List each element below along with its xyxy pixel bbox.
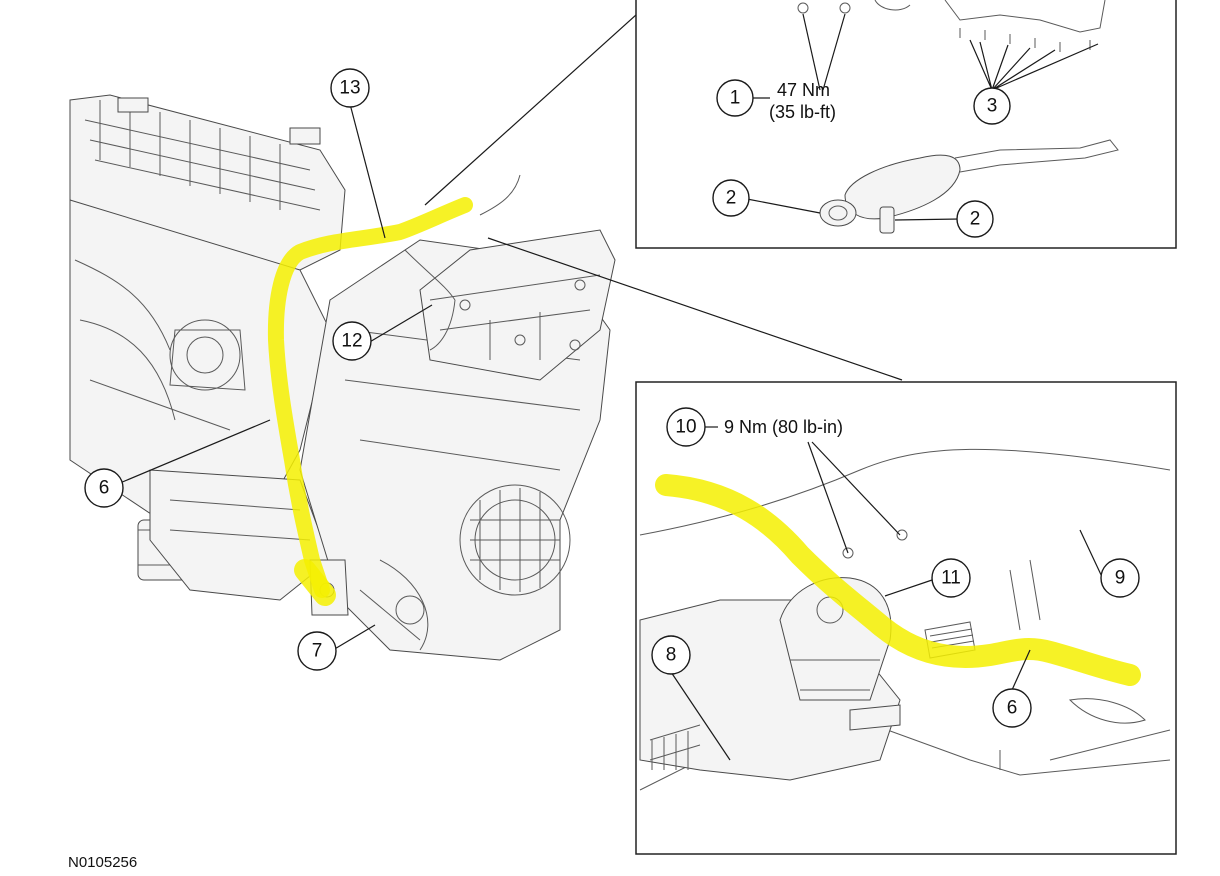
- leader-1-a: [802, 13, 821, 91]
- svg-text:6: 6: [99, 478, 110, 499]
- leader-9: [1079, 529, 1104, 580]
- leader-6a: [119, 419, 271, 484]
- svg-text:3: 3: [987, 96, 998, 117]
- svg-text:7: 7: [312, 641, 323, 662]
- leader-11: [884, 578, 936, 597]
- svg-text:6: 6: [1007, 698, 1018, 719]
- svg-text:11: 11: [941, 568, 961, 589]
- callout-6-left: 6: [84, 468, 124, 508]
- shifter-detail-box: [635, 381, 1177, 855]
- torque-spec-1-metric: 47 Nm: [777, 80, 830, 100]
- callout-6-right: 6: [992, 688, 1032, 728]
- svg-text:13: 13: [339, 78, 360, 99]
- leader-3: [969, 39, 1099, 91]
- callout-2-left: 2: [712, 179, 750, 217]
- callout-8: 8: [651, 635, 691, 675]
- leader-1-b: [822, 13, 846, 91]
- leader-to-top-box: [424, 14, 637, 206]
- callout-13: 13: [330, 68, 370, 108]
- engine-illustration: [69, 94, 616, 661]
- exhaust-detail-box: [635, 0, 1177, 249]
- svg-text:8: 8: [666, 645, 677, 666]
- leader-2a: [746, 198, 821, 214]
- svg-text:10: 10: [675, 417, 696, 438]
- callout-10: 10: [666, 407, 706, 447]
- svg-text:2: 2: [970, 209, 981, 230]
- leader-to-bottom-box: [487, 237, 903, 381]
- leader-12: [367, 304, 433, 344]
- svg-text:9: 9: [1115, 568, 1126, 589]
- leader-10-b: [811, 441, 901, 536]
- callout-1: 1: [716, 79, 754, 117]
- callout-2-right: 2: [956, 200, 994, 238]
- svg-text:2: 2: [726, 188, 737, 209]
- callout-12: 12: [332, 321, 372, 361]
- svg-text:1: 1: [730, 88, 741, 109]
- svg-text:12: 12: [341, 331, 362, 352]
- leader-8: [670, 671, 731, 761]
- figure-id: N0105256: [68, 854, 137, 871]
- callout-11: 11: [931, 558, 971, 598]
- exhaust-illustration: [797, 0, 1119, 234]
- leader-7: [332, 624, 376, 651]
- torque-spec-10: 9 Nm (80 lb-in): [724, 417, 843, 437]
- callout-9: 9: [1100, 558, 1140, 598]
- callout-3: 3: [973, 87, 1011, 125]
- shift-cable-highlight-right: [655, 474, 1141, 686]
- leader-13: [349, 103, 386, 239]
- shift-cable-end-highlight: [294, 559, 336, 606]
- torque-spec-1-imperial: (35 lb-ft): [769, 102, 836, 122]
- leader-10-a: [807, 441, 849, 554]
- callout-7: 7: [297, 631, 337, 671]
- leader-6b: [1011, 649, 1031, 691]
- leader-2b: [894, 218, 961, 221]
- shift-cable-highlight-left: [267, 197, 473, 598]
